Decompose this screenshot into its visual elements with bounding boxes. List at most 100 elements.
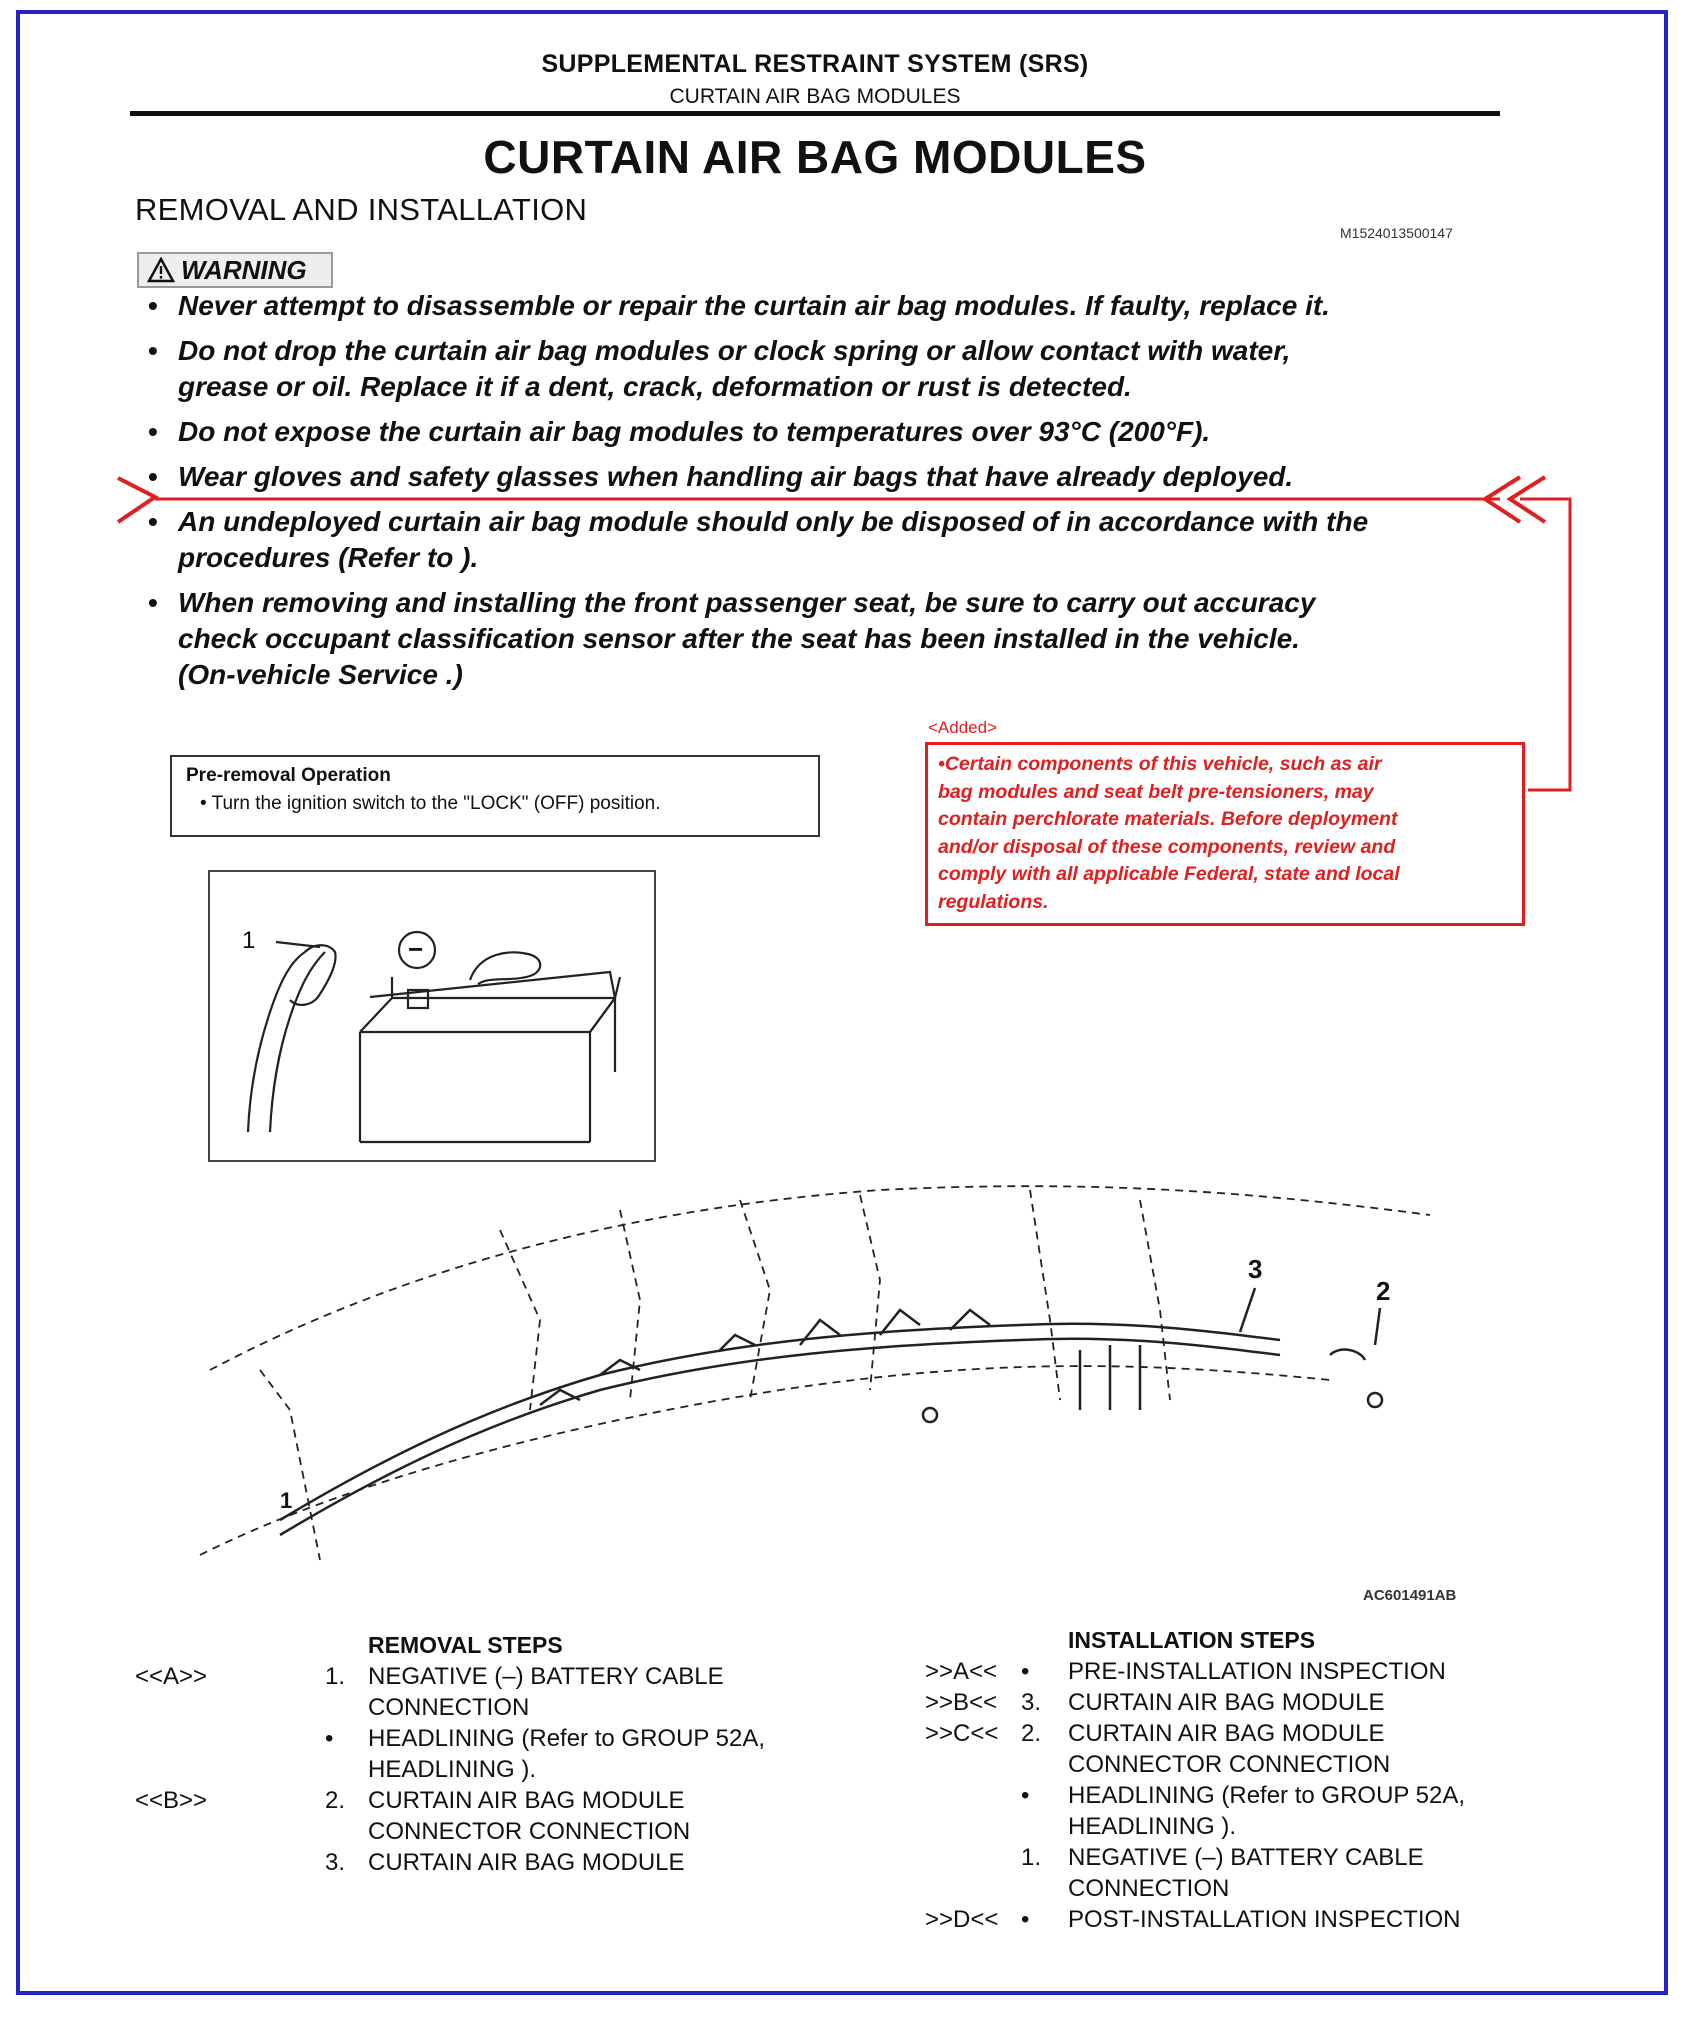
step-row: >>B<< 3. CURTAIN AIR BAG MODULE — [925, 1687, 1565, 1718]
warning-item-line: Wear gloves and safety glasses when hand… — [178, 461, 1294, 492]
step-row: •HEADLINING (Refer to GROUP 52A, — [135, 1723, 815, 1754]
header-rule — [130, 111, 1500, 116]
page-title: CURTAIN AIR BAG MODULES — [483, 131, 1147, 183]
step-number: 1. — [325, 1663, 346, 1690]
negative-terminal-symbol: − — [408, 934, 423, 964]
warning-item-line: Do not drop the curtain air bag modules … — [178, 335, 1291, 366]
added-note-line: comply with all applicable Federal, stat… — [938, 863, 1400, 885]
step-row: <<B>> 2. CURTAIN AIR BAG MODULE — [135, 1785, 815, 1816]
page-frame — [16, 10, 1668, 1995]
warning-item: Never attempt to disassemble or repair t… — [148, 288, 1518, 324]
step-number: • — [1021, 1906, 1030, 1933]
warning-item-line: An undeployed curtain air bag module sho… — [178, 506, 1369, 537]
pre-removal-item: • Turn the ignition switch to the "LOCK"… — [200, 793, 661, 814]
battery-illustration: 1 − — [242, 927, 622, 1144]
step-tag: >>B<< — [925, 1689, 998, 1716]
pre-removal-box: Pre-removal Operation • Turn the ignitio… — [170, 755, 820, 837]
annotation-connector — [1520, 497, 1572, 792]
added-note-line: bag modules and seat belt pre-tensioners… — [938, 780, 1374, 803]
step-row: 1. NEGATIVE (–) BATTERY CABLE — [925, 1842, 1565, 1873]
airbag-callout-1: 1 — [280, 1488, 292, 1513]
step-text: CONNECTOR CONNECTION — [1068, 1751, 1391, 1778]
step-number: • — [325, 1725, 334, 1752]
step-text: CURTAIN AIR BAG MODULE — [1068, 1689, 1385, 1716]
step-tag: <<B>> — [135, 1787, 208, 1814]
battery-callout-1: 1 — [242, 927, 255, 954]
step-number: • — [1021, 1658, 1030, 1685]
step-text: CONNECTION — [1068, 1875, 1230, 1902]
step-row: HEADLINING ). — [135, 1754, 815, 1785]
warning-item-line: (On-vehicle Service .) — [178, 659, 463, 690]
airbag-callout-2: 2 — [1376, 1276, 1390, 1306]
step-number: • — [1021, 1782, 1030, 1809]
step-text: NEGATIVE (–) BATTERY CABLE — [1068, 1844, 1424, 1871]
step-tag: >>D<< — [925, 1906, 999, 1933]
step-text: CURTAIN AIR BAG MODULE — [368, 1787, 685, 1814]
step-text: NEGATIVE (–) BATTERY CABLE — [368, 1663, 724, 1690]
battery-figure: 1 − — [208, 870, 656, 1162]
warning-item: An undeployed curtain air bag module sho… — [148, 504, 1518, 576]
installation-heading: INSTALLATION STEPS — [1068, 1627, 1316, 1653]
warning-triangle-icon — [147, 257, 175, 283]
airbag-callout-3: 3 — [1248, 1254, 1262, 1284]
step-text: POST-INSTALLATION INSPECTION — [1068, 1906, 1461, 1933]
added-tag: <Added> — [928, 718, 998, 737]
added-note-line: contain perchlorate materials. Before de… — [938, 808, 1398, 830]
step-row: • HEADLINING (Refer to GROUP 52A, — [925, 1780, 1565, 1811]
step-row: CONNECTOR CONNECTION — [925, 1749, 1565, 1780]
step-row: <<A>> 1. NEGATIVE (–) BATTERY CABLE — [135, 1661, 815, 1692]
warning-item-line: check occupant classification sensor aft… — [178, 623, 1300, 654]
airbag-figure: 1 2 3 — [199, 1185, 1431, 1561]
warning-item-line: procedures (Refer to ). — [178, 542, 479, 573]
step-number: 2. — [1021, 1720, 1042, 1747]
step-number: 2. — [325, 1787, 346, 1814]
step-row: 3. CURTAIN AIR BAG MODULE — [135, 1847, 815, 1878]
warning-item: Do not drop the curtain air bag modules … — [148, 333, 1518, 405]
step-text: CONNECTOR CONNECTION — [368, 1818, 691, 1845]
step-number: 3. — [325, 1849, 346, 1876]
header-subtitle: CURTAIN AIR BAG MODULES — [669, 85, 961, 108]
figure-code: AC601491AB — [1363, 1587, 1457, 1604]
warning-list: Never attempt to disassemble or repair t… — [148, 288, 1518, 702]
pre-removal-title: Pre-removal Operation — [186, 765, 391, 786]
step-number: 3. — [1021, 1689, 1042, 1716]
added-note-line: regulations. — [938, 890, 1049, 913]
step-text: HEADLINING ). — [368, 1756, 537, 1783]
removal-heading: REMOVAL STEPS — [368, 1632, 563, 1658]
warning-item: Do not expose the curtain air bag module… — [148, 414, 1518, 450]
step-tag: >>A<< — [925, 1658, 998, 1685]
system-title: SUPPLEMENTAL RESTRAINT SYSTEM (SRS) — [541, 50, 1089, 78]
warning-item-line: grease or oil. Replace it if a dent, cra… — [178, 371, 1132, 402]
annotation-overlay — [116, 475, 1572, 792]
warning-item: Wear gloves and safety glasses when hand… — [148, 459, 1518, 495]
added-note-box: •Certain components of this vehicle, suc… — [925, 742, 1525, 926]
installation-steps: INSTALLATION STEPS >>A<< • PRE-INSTALLATIO… — [925, 1625, 1565, 1935]
annotation-right-double-arrow-icon — [1481, 475, 1547, 524]
warning-badge: WARNING — [137, 252, 333, 288]
section-title: REMOVAL AND INSTALLATION — [135, 192, 588, 227]
step-row: >>D<< • POST-INSTALLATION INSPECTION — [925, 1904, 1565, 1935]
added-note-line: and/or disposal of these components, rev… — [938, 835, 1396, 858]
warning-item: When removing and installing the front p… — [148, 585, 1518, 693]
step-text: CONNECTION — [368, 1694, 530, 1721]
warning-item-line: Never attempt to disassemble or repair t… — [178, 290, 1330, 321]
added-note-line: •Certain components of this vehicle, suc… — [938, 753, 1382, 775]
step-text: HEADLINING (Refer to GROUP 52A, — [1068, 1782, 1466, 1809]
step-tag: >>C<< — [925, 1720, 999, 1747]
step-text: CURTAIN AIR BAG MODULE — [1068, 1720, 1385, 1747]
step-row: >>A<< • PRE-INSTALLATION INSPECTION — [925, 1656, 1565, 1687]
annotation-left-arrow-icon — [116, 476, 159, 524]
warning-item-line: When removing and installing the front p… — [178, 587, 1316, 618]
step-text: HEADLINING ). — [1068, 1813, 1237, 1840]
document-code: M1524013500147 — [1340, 225, 1453, 241]
step-row: CONNECTOR CONNECTION — [135, 1816, 815, 1847]
warning-label: WARNING — [181, 254, 307, 285]
step-number: 1. — [1021, 1844, 1042, 1871]
step-tag: <<A>> — [135, 1663, 208, 1690]
warning-item-line: Do not expose the curtain air bag module… — [178, 416, 1211, 447]
step-row: CONNECTION — [135, 1692, 815, 1723]
step-row: HEADLINING ). — [925, 1811, 1565, 1842]
step-row: CONNECTION — [925, 1873, 1565, 1904]
step-text: CURTAIN AIR BAG MODULE — [368, 1849, 685, 1876]
step-text: PRE-INSTALLATION INSPECTION — [1068, 1658, 1446, 1685]
